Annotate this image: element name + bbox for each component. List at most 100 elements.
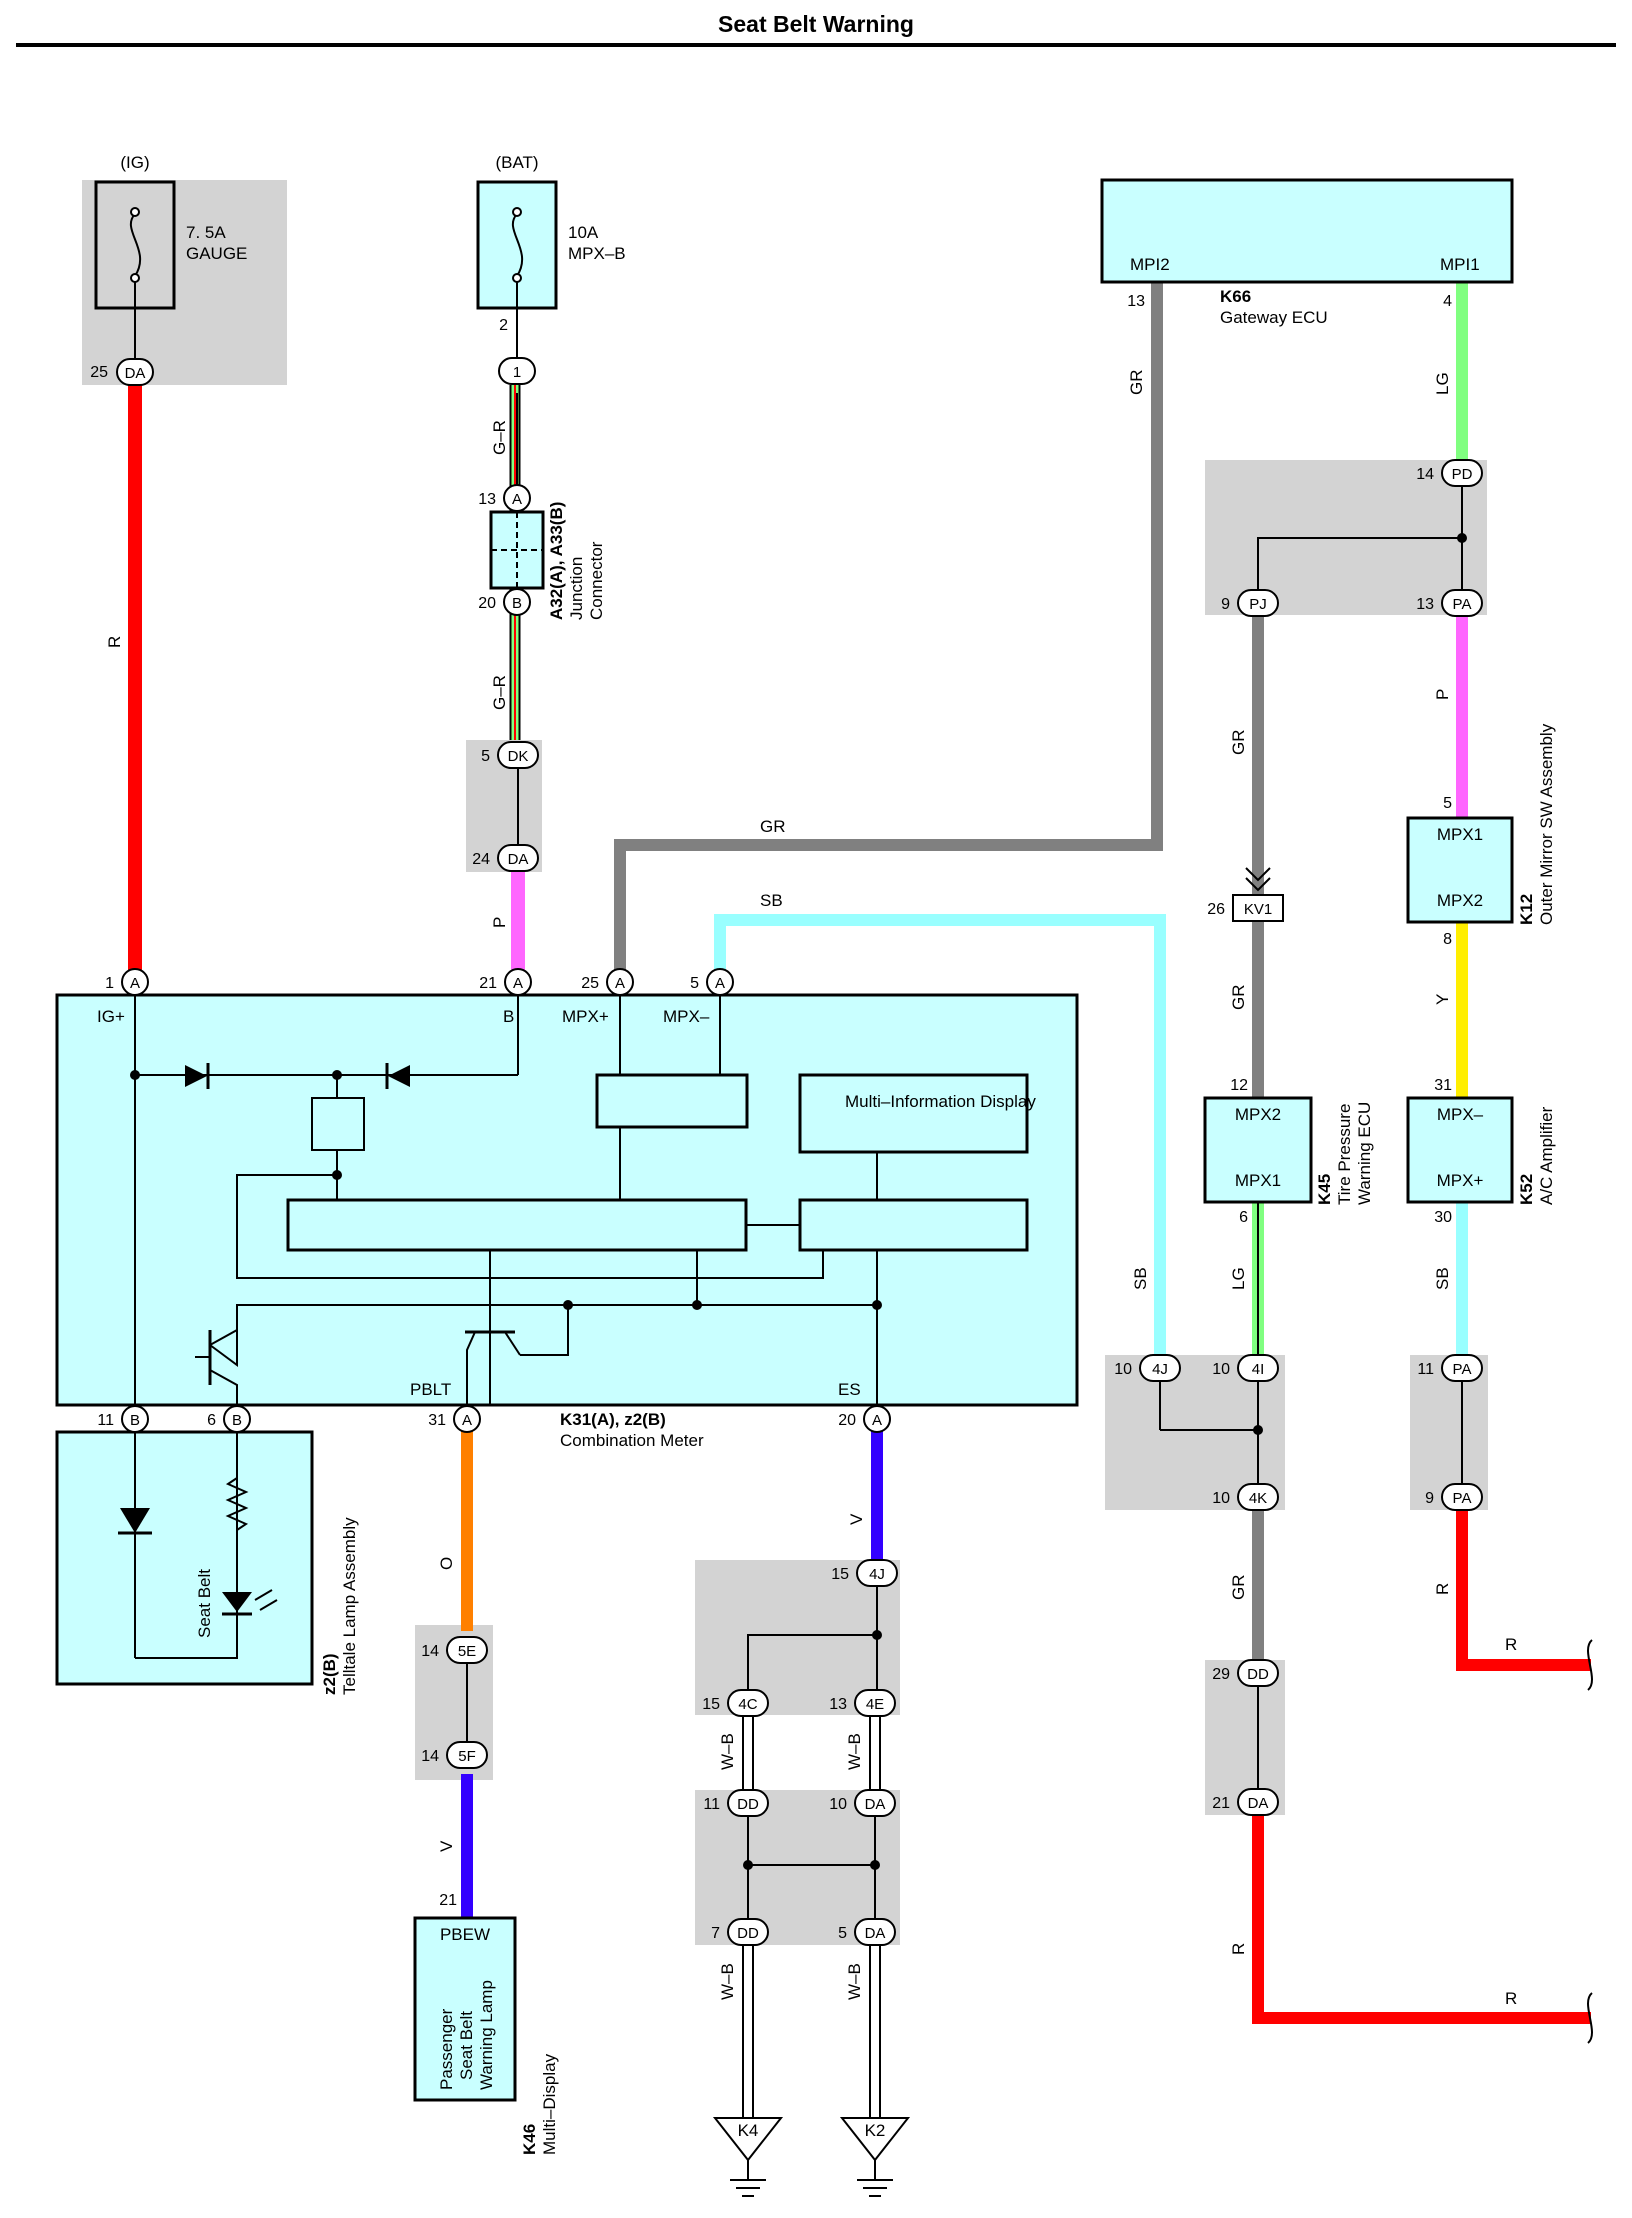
svg-text:PBEW: PBEW bbox=[440, 1925, 490, 1944]
meter-21a: A21 bbox=[479, 968, 532, 996]
svg-text:25: 25 bbox=[581, 975, 599, 992]
svg-text:PD: PD bbox=[1452, 466, 1473, 483]
svg-text:DA: DA bbox=[508, 851, 529, 868]
svg-text:MPX1: MPX1 bbox=[1437, 825, 1483, 844]
svg-text:Multi–Display: Multi–Display bbox=[540, 2053, 559, 2155]
svg-text:R: R bbox=[1505, 1635, 1517, 1654]
svg-text:R: R bbox=[1229, 1943, 1248, 1955]
svg-text:5: 5 bbox=[690, 975, 699, 992]
svg-text:IG+: IG+ bbox=[97, 1007, 125, 1026]
svg-text:8: 8 bbox=[1443, 931, 1452, 948]
svg-text:A: A bbox=[462, 1412, 472, 1429]
svg-text:GR: GR bbox=[1127, 370, 1146, 396]
svg-text:A32(A), A33(B): A32(A), A33(B) bbox=[547, 502, 566, 620]
svg-text:DD: DD bbox=[1247, 1666, 1269, 1683]
break-mark-lower bbox=[1587, 1992, 1593, 2044]
meter-25a: A25 bbox=[581, 968, 634, 996]
svg-text:SB: SB bbox=[760, 891, 783, 910]
svg-text:PBLT: PBLT bbox=[410, 1380, 451, 1399]
svg-text:10: 10 bbox=[1114, 1361, 1132, 1378]
ground-k4: K4 bbox=[712, 2117, 784, 2197]
meter-6b: B6 bbox=[207, 1405, 251, 1433]
diode-icon bbox=[120, 1508, 150, 1533]
svg-text:K52: K52 bbox=[1517, 1174, 1536, 1205]
led-icon bbox=[222, 1592, 252, 1612]
svg-text:31: 31 bbox=[1434, 1077, 1452, 1094]
svg-text:R: R bbox=[105, 636, 124, 648]
wire-r-pa bbox=[1456, 1504, 1591, 1671]
svg-text:K31(A), z2(B): K31(A), z2(B) bbox=[560, 1410, 666, 1429]
svg-text:A: A bbox=[513, 975, 523, 992]
svg-text:5E: 5E bbox=[458, 1643, 476, 1660]
svg-text:Connector: Connector bbox=[587, 541, 606, 620]
svg-text:11: 11 bbox=[97, 1412, 114, 1429]
meter-11b: B11 bbox=[97, 1405, 149, 1433]
svg-text:5: 5 bbox=[481, 748, 490, 765]
svg-text:K12: K12 bbox=[1517, 894, 1536, 925]
svg-text:20: 20 bbox=[478, 595, 496, 612]
svg-text:SB: SB bbox=[1433, 1267, 1452, 1290]
svg-text:10: 10 bbox=[1212, 1361, 1230, 1378]
conn-29dd: DD 29 bbox=[1212, 1659, 1279, 1687]
svg-text:13: 13 bbox=[1416, 596, 1434, 613]
svg-text:R: R bbox=[1505, 1989, 1517, 2008]
svg-text:29: 29 bbox=[1212, 1666, 1230, 1683]
meter-5a: A5 bbox=[690, 968, 734, 996]
svg-text:Seat Belt: Seat Belt bbox=[195, 1569, 214, 1638]
svg-text:4E: 4E bbox=[866, 1696, 884, 1713]
svg-text:W–B: W–B bbox=[718, 1733, 737, 1770]
diode-right-icon bbox=[388, 1065, 410, 1087]
svg-text:A: A bbox=[872, 1412, 882, 1429]
svg-text:DA: DA bbox=[125, 365, 146, 382]
svg-text:PA: PA bbox=[1453, 1361, 1472, 1378]
svg-text:MPX–: MPX– bbox=[1437, 1105, 1484, 1124]
svg-text:5: 5 bbox=[838, 1925, 847, 1942]
mid-label: Multi–Information Display bbox=[845, 1092, 1036, 1111]
svg-text:10: 10 bbox=[829, 1796, 847, 1813]
svg-text:GR: GR bbox=[1229, 1575, 1248, 1601]
svg-text:MPX+: MPX+ bbox=[1437, 1171, 1484, 1190]
conn-10-4i: 4I 10 bbox=[1212, 1354, 1279, 1382]
svg-text:Seat Belt: Seat Belt bbox=[457, 2011, 476, 2080]
tire-pressure-ecu: MPX2 MPX1 K45 Tire Pressure Warning ECU bbox=[1203, 1096, 1374, 1205]
svg-text:4I: 4I bbox=[1252, 1361, 1265, 1378]
svg-text:PJ: PJ bbox=[1249, 596, 1267, 613]
fuse-mpxb-name: MPX–B bbox=[568, 244, 626, 263]
svg-text:PA: PA bbox=[1453, 596, 1472, 613]
telltale-lamp-assembly: Seat Belt z2(B) Telltale Lamp Assembly bbox=[55, 1430, 359, 1695]
svg-text:W–B: W–B bbox=[718, 1963, 737, 2000]
svg-text:Passenger: Passenger bbox=[437, 2008, 456, 2090]
svg-text:GR: GR bbox=[760, 817, 786, 836]
conn-13pa: PA 13 bbox=[1416, 589, 1483, 617]
svg-text:V: V bbox=[437, 1840, 456, 1852]
meter-20a: A 20 bbox=[838, 1405, 891, 1433]
svg-text:P: P bbox=[490, 917, 509, 928]
svg-text:MPI2: MPI2 bbox=[1130, 255, 1170, 274]
svg-text:6: 6 bbox=[207, 1412, 216, 1429]
svg-text:13: 13 bbox=[1127, 293, 1145, 310]
svg-text:MPX+: MPX+ bbox=[562, 1007, 609, 1026]
svg-text:21: 21 bbox=[1212, 1795, 1230, 1812]
svg-text:6: 6 bbox=[1239, 1209, 1248, 1226]
svg-text:MPX1: MPX1 bbox=[1235, 1171, 1281, 1190]
svg-text:GR: GR bbox=[1229, 985, 1248, 1011]
svg-text:Warning Lamp: Warning Lamp bbox=[477, 1980, 496, 2090]
svg-text:A: A bbox=[512, 491, 522, 508]
svg-text:26: 26 bbox=[1207, 901, 1225, 918]
svg-text:1: 1 bbox=[513, 364, 521, 381]
svg-text:Gateway ECU: Gateway ECU bbox=[1220, 308, 1328, 327]
svg-text:20: 20 bbox=[838, 1412, 856, 1429]
svg-text:15: 15 bbox=[831, 1566, 849, 1583]
svg-text:Telltale Lamp Assembly: Telltale Lamp Assembly bbox=[340, 1517, 359, 1695]
svg-text:G–R: G–R bbox=[490, 420, 509, 455]
svg-text:Y: Y bbox=[1433, 994, 1452, 1005]
